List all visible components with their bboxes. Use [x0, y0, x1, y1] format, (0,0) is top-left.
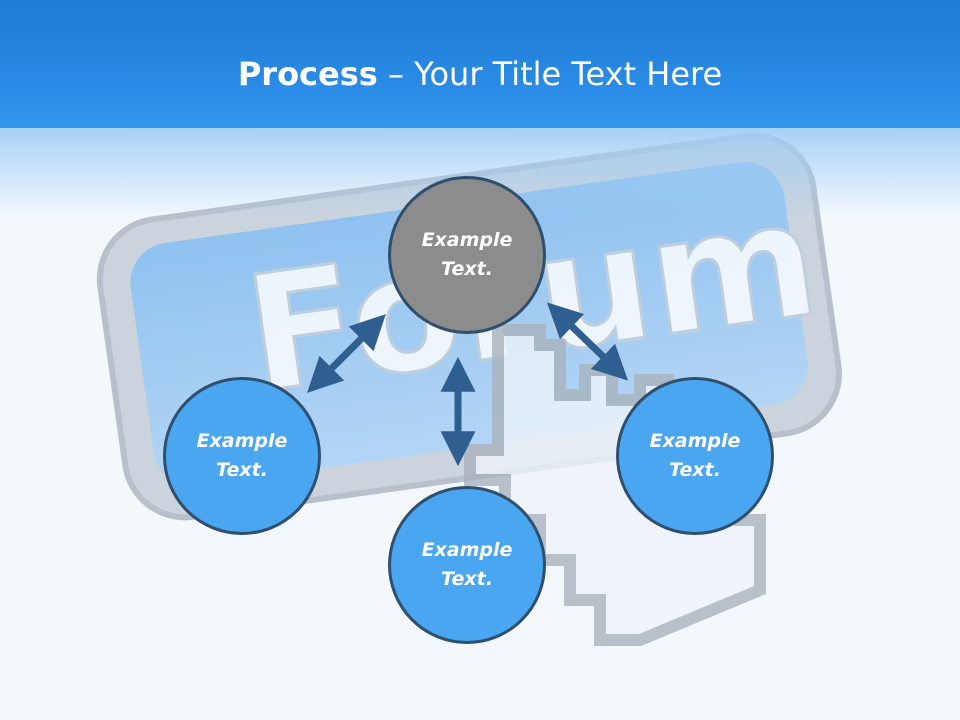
title-bold: Process [237, 55, 378, 93]
node-label: Example Text. [421, 229, 513, 280]
title-bar [0, 0, 960, 128]
title-rest: – Your Title Text Here [377, 55, 723, 93]
process-node-left: Example Text. [163, 377, 321, 535]
node-label: Example Text. [421, 539, 513, 590]
process-node-right: Example Text. [616, 377, 774, 535]
process-node-bottom: Example Text. [388, 486, 546, 644]
node-label: Example Text. [196, 430, 288, 481]
process-node-center: Example Text. [388, 176, 546, 334]
node-label: Example Text. [649, 430, 741, 481]
arrow-center-right [546, 302, 629, 381]
page-title: Process – Your Title Text Here [0, 50, 960, 98]
arrow-center-left [307, 314, 386, 393]
